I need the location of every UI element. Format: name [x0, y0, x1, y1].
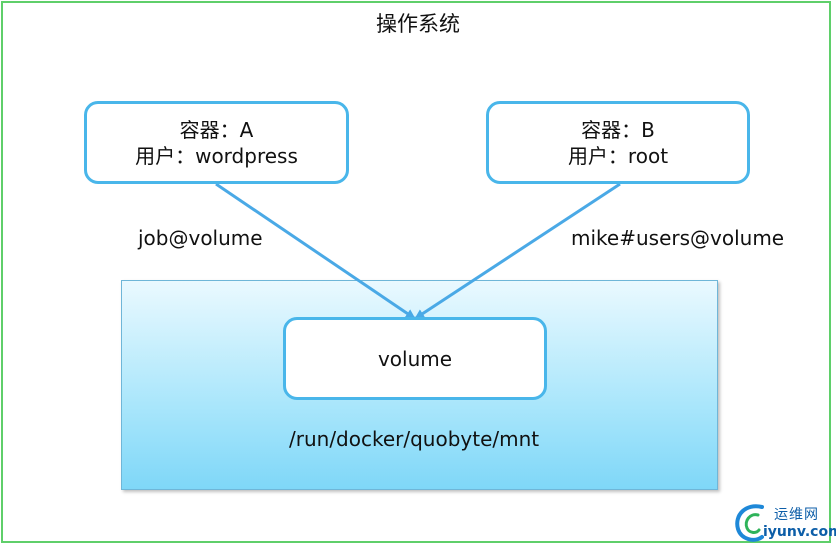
edge-label-left: job@volume — [138, 226, 263, 250]
container-b-box: 容器：B 用户：root — [486, 101, 750, 184]
watermark-en: iyunv.com — [763, 524, 836, 540]
mount-path-label: /run/docker/quobyte/mnt — [289, 427, 540, 451]
container-a-user: 用户：wordpress — [135, 143, 298, 168]
swirl-logo-icon — [735, 504, 764, 542]
container-a-name: 容器：A — [179, 117, 254, 142]
edge-label-right: mike#users@volume — [571, 226, 785, 250]
operating-system-title: 操作系统 — [376, 12, 460, 36]
container-b-name: 容器：B — [581, 117, 655, 142]
watermark-logo: 运维网 iyunv.com — [730, 500, 836, 546]
volume-box: volume — [283, 317, 547, 400]
watermark-cn: 运维网 — [774, 507, 819, 523]
container-a-box: 容器：A 用户：wordpress — [84, 101, 349, 184]
volume-label: volume — [377, 346, 453, 371]
container-b-user: 用户：root — [567, 143, 669, 168]
